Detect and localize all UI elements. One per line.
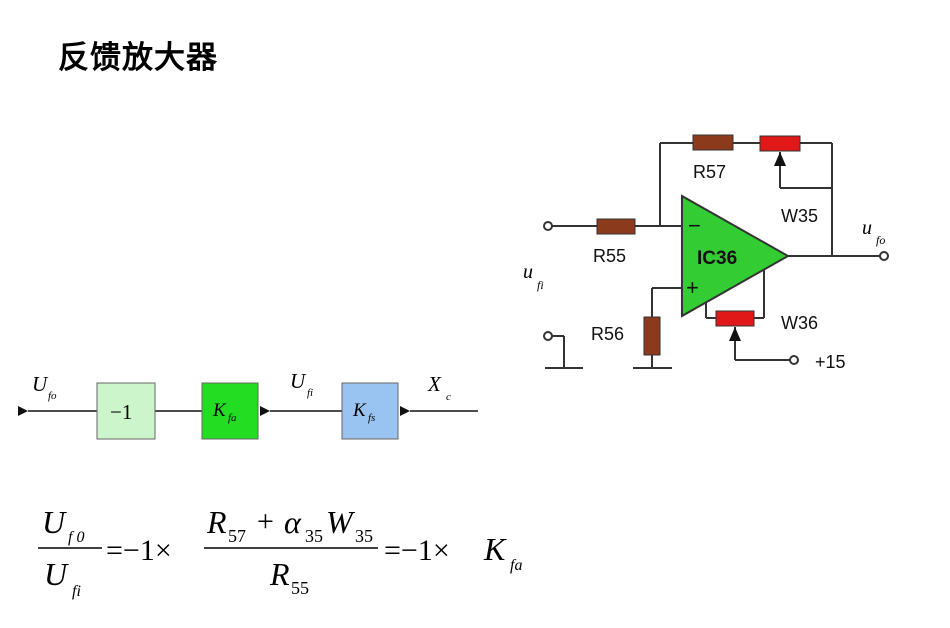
potentiometer-w36 — [715, 310, 755, 327]
supply-terminal — [789, 355, 799, 365]
signal-middle-sub: fi — [307, 387, 313, 399]
formula-num-plus: + — [257, 505, 274, 538]
block-kfs-main: K — [352, 400, 367, 421]
page-title: 反馈放大器 — [58, 40, 218, 76]
potentiometer-w35 — [759, 135, 801, 152]
label-output-sub: fo — [876, 233, 885, 247]
opamp-plus: + — [686, 275, 699, 300]
w36-wiper-arrow — [729, 327, 741, 341]
label-r55: R55 — [593, 246, 626, 266]
block-negate-text: −1 — [110, 400, 132, 424]
label-output-u: u — [862, 217, 872, 239]
label-input-u: u — [523, 261, 533, 283]
block-kfa — [201, 382, 259, 440]
block-kfa-sub: fa — [228, 412, 237, 424]
formula-lhs-num-sub: f 0 — [68, 529, 84, 546]
resistor-r56 — [643, 316, 661, 356]
signal-middle-main: U — [290, 369, 307, 393]
formula-num-alpha: α — [284, 504, 302, 540]
block-kfs-sub: fs — [368, 412, 375, 424]
label-supply: +15 — [815, 352, 846, 372]
formula-k-sub: fa — [510, 557, 522, 574]
block-negate — [96, 382, 156, 440]
formula-k-main: K — [483, 531, 507, 567]
formula-den-r-sub: 55 — [291, 578, 309, 598]
signal-output-sub: fo — [48, 390, 57, 402]
label-input-sub: fi — [537, 278, 544, 292]
formula-num-r: R — [206, 504, 227, 540]
formula: U f 0 U fi =−1× R 57 + α 35 W 35 R 55 =−… — [38, 504, 522, 600]
formula-lhs-num-main: U — [42, 504, 67, 540]
block-kfs — [341, 382, 399, 440]
formula-eq2: =−1× — [384, 534, 450, 567]
resistor-r57 — [692, 134, 734, 151]
formula-lhs-den-sub: fi — [72, 583, 81, 600]
label-r57: R57 — [693, 162, 726, 182]
label-w36: W36 — [781, 313, 818, 333]
w35-wiper-arrow — [774, 152, 786, 166]
formula-den-r: R — [269, 556, 290, 592]
label-w35: W35 — [781, 206, 818, 226]
ground-terminal — [543, 331, 553, 341]
opamp-ic36 — [681, 194, 791, 318]
signal-output-main: U — [32, 372, 49, 396]
resistor-r55 — [596, 218, 636, 235]
formula-num-w-sub: 35 — [355, 526, 373, 546]
block-kfa-main: K — [212, 400, 227, 421]
formula-num-r-sub: 57 — [228, 526, 246, 546]
label-r56: R56 — [591, 324, 624, 344]
opamp-label: IC36 — [697, 248, 737, 269]
formula-eq1: =−1× — [106, 534, 172, 567]
signal-input-sub: c — [446, 391, 451, 403]
opamp-minus: − — [688, 213, 701, 238]
output-terminal — [879, 251, 889, 261]
signal-input-main: X — [427, 372, 442, 396]
input-terminal — [543, 221, 553, 231]
formula-lhs-den-main: U — [44, 556, 69, 592]
formula-num-w: W — [326, 504, 356, 540]
formula-num-alpha-sub: 35 — [305, 526, 323, 546]
circuit-schematic — [543, 142, 889, 369]
